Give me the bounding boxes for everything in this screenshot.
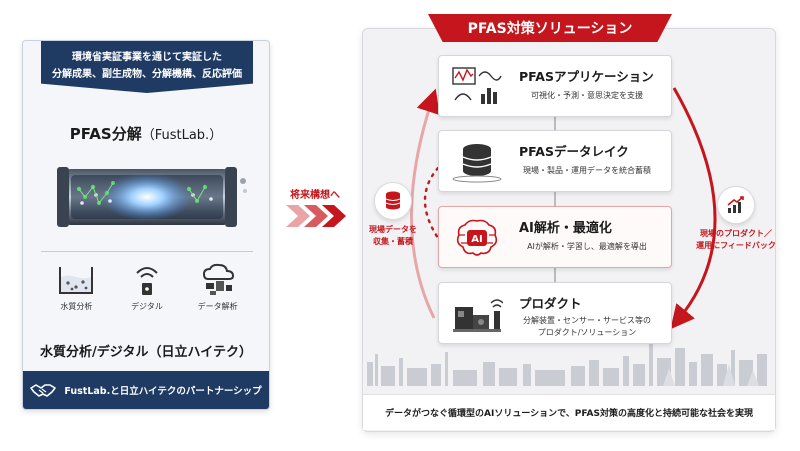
node-label-line-2: 運用にフィードバック bbox=[696, 241, 776, 250]
fust-title-sub: （FustLab.） bbox=[141, 128, 223, 143]
fust-title-main: PFAS分解 bbox=[69, 125, 142, 143]
growth-chart-icon bbox=[727, 196, 744, 213]
demonstration-header: 環境省実証事業を通じて実証した 分解成果、副生成物、分解機構、反応評価 bbox=[41, 41, 253, 93]
cycle-arrows bbox=[410, 87, 717, 330]
product-equipment-icon bbox=[453, 299, 503, 332]
analytics-dashboard-icon bbox=[452, 67, 502, 104]
sensor-label: デジタル bbox=[131, 302, 163, 311]
sensor-digital: デジタル bbox=[115, 263, 179, 333]
cloud-data-icon bbox=[202, 263, 234, 295]
node-collect-data: 現場データを 収集・蓄積 bbox=[356, 182, 430, 248]
sensor-label: 水質分析 bbox=[60, 302, 93, 311]
card-title: PFASアプリケーション bbox=[519, 69, 654, 84]
hitachi-title: 水質分析/デジタル（日立ハイテク） bbox=[40, 345, 252, 360]
card-title: プロダクト bbox=[519, 296, 582, 311]
card-ai-optimization: AI AI解析・最適化 AIが解析・学習し、最適解を導出 bbox=[438, 206, 672, 268]
database-icon bbox=[452, 144, 502, 183]
pfas-decomposition-title: PFAS分解（FustLab.） bbox=[23, 123, 269, 144]
card-description: 可視化・予測・意思決定を支援 bbox=[531, 91, 643, 100]
water-tank-icon bbox=[59, 267, 94, 294]
card-description: AIが解析・学習し、最適解を導出 bbox=[527, 242, 647, 251]
fustlab-panel: 環境省実証事業を通じて実証した 分解成果、副生成物、分解機構、反応評価 PFAS… bbox=[22, 40, 270, 410]
partnership-text: FustLab.と日立ハイテクのパートナーシップ bbox=[64, 386, 262, 397]
node-feedback: 現場のプロダクト／ 運用にフィードバック bbox=[694, 186, 778, 252]
sensor-label: データ解析 bbox=[197, 302, 238, 311]
header-line-2: 分解成果、副生成物、分解機構、反応評価 bbox=[52, 69, 242, 80]
panel-divider bbox=[41, 251, 253, 252]
card-pfas-datalake: PFASデータレイク 現場・製品・運用データを統合蓄積 bbox=[438, 130, 672, 192]
partnership-bar: FustLab.と日立ハイテクのパートナーシップ bbox=[23, 371, 269, 409]
node-label-line-1: 現場のプロダクト／ bbox=[700, 229, 772, 238]
card-product: プロダクト 分解装置・センサー・サービス等の プロダクト/ソリューション bbox=[438, 282, 672, 344]
ai-brain-icon: AI bbox=[456, 219, 498, 256]
reactor-tube-icon bbox=[57, 167, 247, 227]
solution-banner: PFAS対策ソリューション bbox=[428, 14, 672, 42]
card-description: 分解装置・センサー・サービス等の プロダクト/ソリューション bbox=[509, 315, 665, 339]
wireless-sensor-icon bbox=[136, 267, 158, 295]
card-description: 現場・製品・運用データを統合蓄積 bbox=[523, 166, 651, 175]
card-pfas-application: PFASアプリケーション 可視化・予測・意思決定を支援 bbox=[438, 55, 672, 117]
future-vision-label: 将来構想へ bbox=[290, 190, 340, 201]
card-title: AI解析・最適化 bbox=[519, 221, 612, 236]
sensor-water-analysis: 水質分析 bbox=[44, 263, 108, 333]
card-description-line-2: プロダクト/ソリューション bbox=[537, 328, 637, 337]
node-label-line-1: 現場データを bbox=[369, 225, 417, 234]
handshake-icon bbox=[30, 384, 57, 397]
svg-text:AI: AI bbox=[471, 234, 482, 245]
sensor-row: 水質分析 デジタル データ解析 bbox=[41, 263, 253, 333]
sensor-data-analysis: データ解析 bbox=[186, 263, 250, 333]
header-line-1: 環境省実証事業を通じて実証した bbox=[72, 52, 222, 63]
chevron-right-icon bbox=[286, 205, 346, 227]
database-icon bbox=[385, 191, 401, 210]
bottom-caption: データがつなぐ循環型のAIソリューションで、PFAS対策の高度化と持続可能な社会… bbox=[363, 394, 775, 430]
node-label-line-2: 収集・蓄積 bbox=[373, 237, 413, 246]
card-description-line-1: 分解装置・センサー・サービス等の bbox=[523, 316, 651, 325]
city-skyline-illustration bbox=[367, 344, 767, 386]
card-title: PFASデータレイク bbox=[519, 144, 629, 159]
